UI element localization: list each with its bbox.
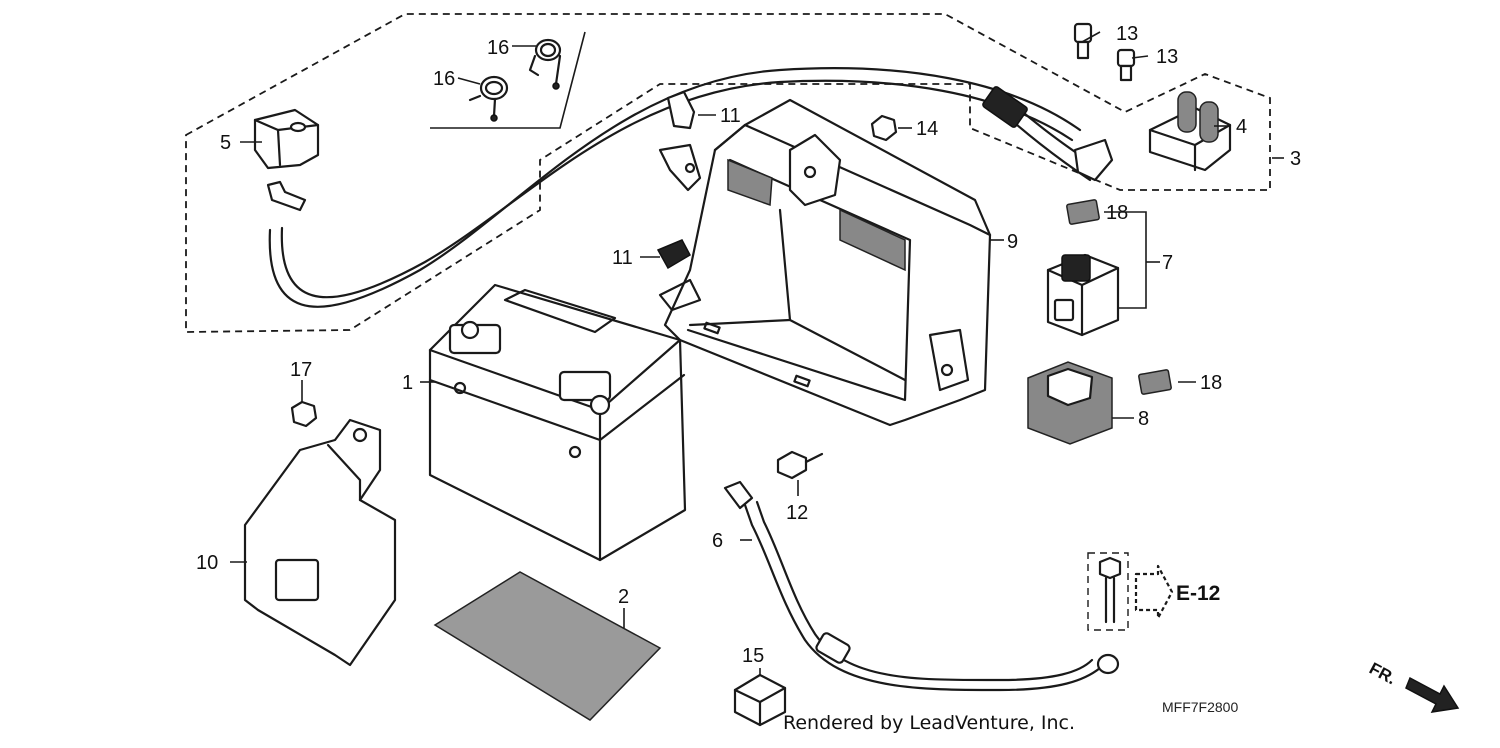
battery bbox=[428, 283, 687, 562]
callout-11-upper: 11 bbox=[720, 105, 741, 127]
callout-6: 6 bbox=[712, 530, 723, 552]
callout-5: 5 bbox=[220, 132, 231, 154]
ground-bolt bbox=[1087, 552, 1174, 631]
callout-17: 17 bbox=[290, 359, 312, 381]
callout-10: 10 bbox=[196, 552, 218, 574]
leader-lines bbox=[230, 31, 1284, 676]
relay-rubber-cover bbox=[1027, 361, 1113, 445]
callout-16-lower: 16 bbox=[433, 68, 455, 90]
reference-e12: E-12 bbox=[1176, 582, 1220, 605]
render-credit: Rendered by LeadVenture, Inc. bbox=[783, 712, 1075, 734]
battery-holder-plate bbox=[243, 418, 397, 667]
bolt-13-a bbox=[1073, 22, 1093, 60]
terminal-cover bbox=[253, 108, 320, 212]
fuse-lower bbox=[1138, 369, 1172, 395]
relay-connector bbox=[1148, 91, 1232, 172]
callout-9: 9 bbox=[1007, 231, 1018, 253]
callout-13-upper: 13 bbox=[1116, 23, 1138, 45]
callout-18-lower: 18 bbox=[1200, 372, 1222, 394]
callout-14: 14 bbox=[916, 118, 938, 140]
diagram-code: MFF7F2800 bbox=[1162, 699, 1238, 715]
bolt-13-b bbox=[1116, 48, 1136, 82]
callout-8: 8 bbox=[1138, 408, 1149, 430]
assembly-outline bbox=[185, 13, 1271, 333]
clip-11-upper bbox=[666, 90, 696, 130]
clip-11-lower bbox=[656, 239, 691, 270]
nut-17 bbox=[290, 400, 318, 428]
callout-12: 12 bbox=[786, 502, 808, 524]
callout-11-lower: 11 bbox=[612, 247, 633, 269]
connector-15 bbox=[733, 673, 787, 727]
callout-3: 3 bbox=[1290, 148, 1301, 170]
battery-mat bbox=[433, 571, 662, 721]
battery-box bbox=[658, 98, 992, 427]
negative-cable bbox=[723, 480, 1120, 692]
cable-clip-lower bbox=[468, 75, 509, 122]
nut-14 bbox=[870, 114, 898, 142]
starter-relay bbox=[1046, 253, 1120, 337]
callout-2: 2 bbox=[618, 586, 629, 608]
clip-group-bracket bbox=[430, 31, 586, 129]
callout-18-upper: 18 bbox=[1106, 202, 1128, 224]
callout-4: 4 bbox=[1236, 116, 1247, 138]
bolt-12 bbox=[776, 450, 824, 480]
direction-label: FR. bbox=[1366, 659, 1399, 689]
callout-16-upper: 16 bbox=[487, 37, 509, 59]
main-cable bbox=[268, 67, 1114, 308]
front-direction-arrow: FR. bbox=[1366, 659, 1460, 713]
fuse-upper bbox=[1066, 199, 1100, 225]
callout-7: 7 bbox=[1162, 252, 1173, 274]
callout-13-lower: 13 bbox=[1156, 46, 1178, 68]
callout-15: 15 bbox=[742, 645, 764, 667]
cable-clip-upper bbox=[528, 38, 562, 90]
callout-1: 1 bbox=[402, 372, 413, 394]
